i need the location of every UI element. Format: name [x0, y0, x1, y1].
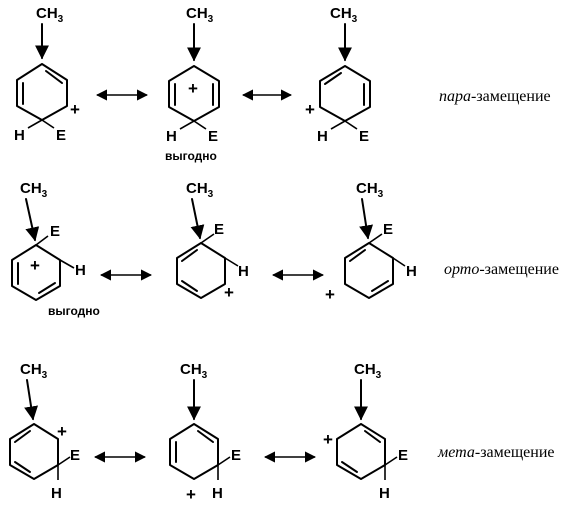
ch3-label: CH3: [186, 5, 214, 25]
plus-charge: +: [30, 256, 40, 275]
c-e-bond: [200, 233, 215, 244]
plus-charge: +: [57, 422, 67, 441]
h-atom: H: [166, 128, 177, 145]
plus-charge: +: [305, 100, 315, 119]
c-h-bond: [330, 120, 346, 130]
c-e-bond: [344, 120, 358, 130]
double-bond: [45, 70, 63, 84]
ch3-label: CH3: [20, 180, 48, 200]
ring: [16, 63, 68, 121]
plus-charge: +: [224, 283, 234, 302]
c-e-bond: [35, 235, 49, 246]
double-bond: [14, 430, 31, 443]
ortho-label: орто-замещение: [444, 261, 559, 278]
ch3-label: CH3: [330, 5, 358, 25]
meta-structure-3: CH3 + E H: [323, 361, 408, 502]
double-bond: [14, 461, 31, 473]
double-bond: [371, 280, 389, 292]
ortho-structure-3: CH3 + E H: [325, 180, 417, 304]
double-bond: [181, 280, 198, 292]
para-structure-3: CH3 + H E: [305, 5, 371, 145]
ch3-label: CH3: [356, 180, 384, 200]
h-atom: H: [212, 485, 223, 502]
favorable-note: выгодно: [48, 304, 100, 318]
para-structure-2: CH3 + H E выгодно: [165, 5, 220, 163]
ring: [9, 423, 59, 480]
inductive-arrow: [190, 198, 205, 240]
c-h-bond: [179, 120, 195, 130]
double-bond: [364, 430, 381, 443]
ch3-label: CH3: [180, 361, 208, 381]
ortho-structure-1: CH3 + E H выгодно: [11, 180, 100, 318]
c-e-bond: [57, 456, 71, 466]
c-e-bond: [368, 233, 383, 244]
c-h-bond: [59, 259, 75, 269]
c-e-bond: [217, 456, 231, 466]
ortho-row: CH3 + E H выгодно CH3 + E H: [11, 180, 559, 318]
ring: [319, 65, 371, 122]
ch3-label: CH3: [186, 180, 214, 200]
c-h-bond: [27, 119, 43, 129]
plus-charge: +: [70, 100, 80, 119]
double-bond: [197, 430, 214, 443]
c-e-bond: [384, 456, 398, 466]
e-atom: E: [208, 128, 218, 145]
inductive-arrow: [25, 198, 40, 242]
c-h-bond: [224, 257, 239, 267]
double-bond: [349, 249, 366, 262]
double-bond: [324, 72, 342, 85]
e-atom: E: [70, 447, 80, 464]
meta-structure-1: CH3 + E H: [9, 361, 80, 502]
c-h-bond: [392, 257, 406, 267]
ring: [169, 423, 219, 480]
e-atom: E: [56, 127, 66, 144]
h-atom: H: [379, 485, 390, 502]
e-atom: E: [398, 447, 408, 464]
meta-structure-2: CH3 + E H: [169, 361, 241, 504]
c-e-bond: [41, 119, 55, 129]
double-bond: [341, 461, 358, 473]
e-atom: E: [359, 128, 369, 145]
inductive-arrow: [24, 379, 39, 421]
double-bond: [181, 249, 198, 262]
para-label: пара-замещение: [439, 88, 551, 105]
plus-charge: +: [325, 285, 335, 304]
ch3-label: CH3: [36, 5, 64, 25]
plus-charge: +: [323, 430, 333, 449]
plus-charge: +: [186, 485, 196, 504]
e-atom: E: [50, 223, 60, 240]
c-e-bond: [193, 120, 207, 130]
e-atom: E: [231, 447, 241, 464]
ring: [336, 423, 386, 480]
double-bond: [38, 282, 56, 294]
meta-label: мета-замещение: [437, 444, 554, 461]
e-atom: E: [214, 221, 224, 238]
ortho-structure-2: CH3 + E H: [176, 180, 249, 302]
e-atom: E: [383, 221, 393, 238]
ring: [344, 242, 394, 299]
h-atom: H: [317, 128, 328, 145]
h-atom: H: [51, 485, 62, 502]
h-atom: H: [14, 127, 25, 144]
ch3-label: CH3: [354, 361, 382, 381]
para-row: CH3 + H E CH3 + H E выгодно: [14, 5, 551, 163]
ch3-label: CH3: [20, 361, 48, 381]
meta-row: CH3 + E H CH3 + E H CH3: [9, 361, 554, 504]
ring: [176, 242, 226, 299]
para-structure-1: CH3 + H E: [14, 5, 80, 144]
h-atom: H: [406, 263, 417, 280]
inductive-arrow: [359, 198, 374, 240]
favorable-note: выгодно: [165, 149, 217, 163]
h-atom: H: [238, 263, 249, 280]
h-atom: H: [75, 262, 86, 279]
plus-charge: +: [188, 79, 198, 98]
